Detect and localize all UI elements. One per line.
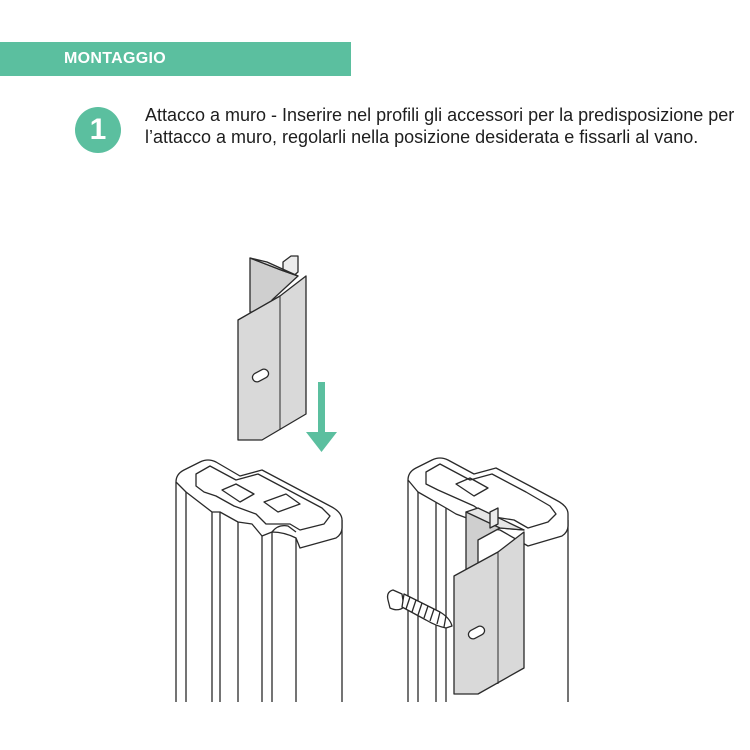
wall-bracket-icon [237, 255, 307, 441]
section-header: MONTAGGIO [0, 42, 351, 76]
door-frame-profile-icon [175, 459, 343, 702]
screw-icon [386, 589, 453, 629]
step-instruction: Attacco a muro - Inserire nel profili gl… [145, 105, 735, 147]
step-number-badge: 1 [75, 107, 121, 153]
door-frame-profile-icon [407, 457, 569, 702]
down-arrow-icon [306, 382, 337, 452]
section-title: MONTAGGIO [64, 50, 166, 67]
